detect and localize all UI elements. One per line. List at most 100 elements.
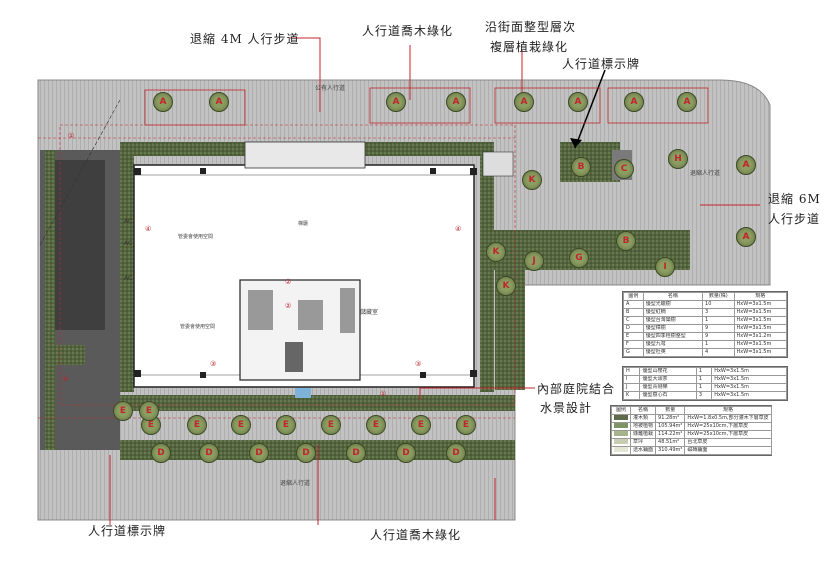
tree-marker-e: E xyxy=(276,415,296,435)
legend-swatch xyxy=(614,415,628,420)
circled-number: ③ xyxy=(415,360,422,368)
tree-marker-d: D xyxy=(249,443,269,463)
circled-number: ④ xyxy=(145,225,152,233)
hedge-bottom xyxy=(120,395,515,411)
annotation-sidewalk-trees-top: 人行道喬木綠化 xyxy=(362,24,454,38)
legend-header: 規格 xyxy=(733,292,788,301)
annotation-facade-1: 沿街面整型層次 xyxy=(485,20,577,34)
annotation-setback-6m-2: 人行步道 xyxy=(768,212,821,226)
tree-marker-e: E xyxy=(456,415,476,435)
tree-marker-a: A xyxy=(736,155,756,175)
tree-marker-a: A xyxy=(153,92,173,112)
label-storage: 儲藏室 xyxy=(360,309,379,316)
tree-marker-d: D xyxy=(346,443,366,463)
annotation-setback-6m-1: 退縮 6M xyxy=(768,192,821,206)
circled-number: ③ xyxy=(210,360,217,368)
tree-marker-a: A xyxy=(209,92,229,112)
label-lobby: 梯廳 xyxy=(298,221,309,227)
tree-marker-h: H xyxy=(668,149,688,169)
tree-marker-c: C xyxy=(614,159,634,179)
tree-marker-d: D xyxy=(446,443,466,463)
tree-marker-k: K xyxy=(522,170,542,190)
tree-marker-k: K xyxy=(496,276,516,296)
tree-marker-a: A xyxy=(624,92,644,112)
tree-marker-e: E xyxy=(411,415,431,435)
tree-marker-d: D xyxy=(199,443,219,463)
tree-marker-a: A xyxy=(386,92,406,112)
ac-label: AC xyxy=(124,275,133,282)
circled-number: ⑤ xyxy=(62,375,69,383)
annotation-facade-2: 複層植栽綠化 xyxy=(490,40,569,54)
tree-marker-d: D xyxy=(296,443,316,463)
circled-number: ② xyxy=(285,302,292,310)
label-sidewalk-bottom: 退縮人行道 xyxy=(280,480,311,487)
annotation-courtyard-1: 內部庭院結合 xyxy=(537,382,616,396)
tree-marker-e: E xyxy=(231,415,251,435)
tree-marker-e: E xyxy=(321,415,341,435)
legend-swatch xyxy=(614,423,628,428)
tree-marker-d: D xyxy=(396,443,416,463)
tree-marker-e: E xyxy=(187,415,207,435)
hedge-right xyxy=(480,142,494,392)
tree-marker-i: I xyxy=(655,257,675,277)
annotation-courtyard-2: 水景設計 xyxy=(540,401,593,415)
annotation-setback-4m: 退縮 4M 人行步道 xyxy=(190,32,300,46)
circled-number: ④ xyxy=(455,225,462,233)
tree-marker-a: A xyxy=(446,92,466,112)
legend-header: 規格 xyxy=(684,406,772,415)
hedge-left xyxy=(120,142,134,392)
legend-header: 圖例 xyxy=(611,406,631,415)
label-sidewalk-right: 退縮人行道 xyxy=(690,170,721,177)
tree-marker-d: D xyxy=(151,443,171,463)
label-room-lower: 管委會使用空間 xyxy=(180,324,216,330)
ac-label: AC xyxy=(124,240,133,247)
tree-marker-a: A xyxy=(677,92,697,112)
legend-header: 數量 xyxy=(655,406,686,415)
annotation-sidewalk-sign-bottom: 人行道標示牌 xyxy=(88,524,167,538)
legend-swatch xyxy=(614,447,628,452)
legend-header: 名稱 xyxy=(629,406,657,415)
planter-east xyxy=(495,250,525,390)
tree-marker-e: E xyxy=(366,415,386,435)
legend-header: 圖例 xyxy=(623,292,644,301)
tree-marker-k: K xyxy=(486,242,506,262)
tree-marker-g: G xyxy=(569,248,589,268)
label-public-sidewalk: 公有人行道 xyxy=(315,85,346,92)
ac-label: AC xyxy=(124,218,133,225)
circled-number: ① xyxy=(68,132,75,140)
tree-marker-a: A xyxy=(568,92,588,112)
tree-marker-b: B xyxy=(616,231,636,251)
tree-marker-b: B xyxy=(571,157,591,177)
tree-marker-e: E xyxy=(113,401,133,421)
tree-markers xyxy=(144,87,709,126)
annotation-sidewalk-trees-bottom: 人行道喬木綠化 xyxy=(370,528,462,542)
tree-marker-e: E xyxy=(139,401,159,421)
tree-marker-a: A xyxy=(736,227,756,247)
circled-number: ① xyxy=(380,390,387,398)
circled-number: ② xyxy=(285,278,292,286)
tree-marker-a: A xyxy=(514,92,534,112)
annotation-sidewalk-sign-top: 人行道標示牌 xyxy=(562,57,641,71)
tree-marker-j: J xyxy=(524,251,544,271)
legend-swatch xyxy=(614,431,628,436)
legend-header: 數量(株) xyxy=(702,292,735,301)
